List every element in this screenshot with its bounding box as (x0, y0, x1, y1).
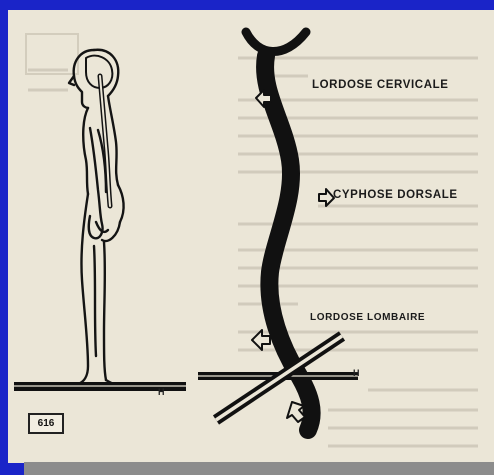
horizon-mark-right: H (353, 368, 360, 378)
horizon-mark-left: H (158, 387, 165, 397)
spine-curve (246, 32, 312, 430)
label-cyphose-dorsale: CYPHOSE DORSALE (333, 189, 458, 201)
arrow-lombaire (252, 330, 270, 350)
arrow-dorsale (319, 189, 334, 206)
arrow-sacrum (287, 402, 305, 422)
scanned-page: LORDOSE CERVICALE CYPHOSE DORSALE LORDOS… (8, 10, 494, 463)
standing-figure (64, 50, 124, 386)
footer-bar (24, 462, 494, 475)
label-lordose-lombaire: LORDOSE LOMBAIRE (310, 312, 425, 323)
figure-number-box: 616 (28, 413, 64, 434)
label-lordose-cervicale: LORDOSE CERVICALE (312, 79, 449, 91)
